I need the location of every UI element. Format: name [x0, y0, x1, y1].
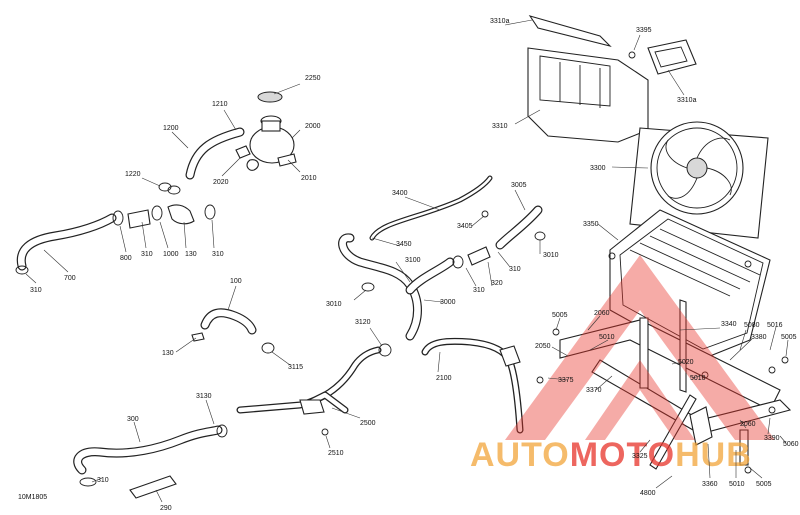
- watermark-text: AUTOMOTOHUB: [470, 436, 752, 474]
- part-label: 3005: [511, 182, 527, 189]
- center-hose-group: [338, 175, 546, 341]
- part-label: 2000: [305, 123, 321, 130]
- part-label: 290: [160, 505, 172, 512]
- part-label: 3395: [636, 27, 652, 34]
- part-labels: 2250 1210 2000 1200 2020 2010 1220 700 3…: [30, 18, 799, 512]
- part-label: 310: [30, 287, 42, 294]
- part-label: 1200: [163, 125, 179, 132]
- part-label: 130: [162, 350, 174, 357]
- part-label: 310: [141, 251, 153, 258]
- part-label: 3310a: [677, 97, 697, 104]
- radiator-group: [608, 209, 771, 361]
- part-label: 700: [64, 275, 76, 282]
- part-label: 2060: [740, 421, 756, 428]
- part-label: 3100: [405, 257, 421, 264]
- part-label: 2060: [594, 310, 610, 317]
- part-label: 3370: [586, 387, 602, 394]
- part-label: 5010: [599, 334, 615, 341]
- part-label: 3450: [396, 241, 412, 248]
- part-label: 310: [473, 287, 485, 294]
- part-label: 2100: [436, 375, 452, 382]
- part-label: 320: [491, 280, 503, 287]
- part-label: 2050: [535, 343, 551, 350]
- part-label: 310: [97, 477, 109, 484]
- part-label: 2010: [301, 175, 317, 182]
- part-label: 3360: [702, 481, 718, 488]
- pipe-2100-group: [421, 337, 524, 434]
- part-label: 3405: [457, 223, 473, 230]
- part-label: 5060: [783, 441, 799, 448]
- part-label: 5016: [767, 322, 783, 329]
- watermark-moto: MOTO: [570, 436, 675, 474]
- part-label: 3010: [543, 252, 559, 259]
- part-label: 3390: [764, 435, 780, 442]
- watermark-hub: HUB: [675, 436, 752, 474]
- part-label: 5005: [756, 481, 772, 488]
- frame-bracket-group: [536, 299, 792, 474]
- coolant-reservoir-group: [158, 91, 297, 195]
- part-label: 1210: [212, 101, 228, 108]
- part-label: 3350: [583, 221, 599, 228]
- part-label: 5005: [781, 334, 797, 341]
- watermark-logo: [505, 255, 775, 440]
- part-label: 5010: [729, 481, 745, 488]
- part-label: 3340: [721, 321, 737, 328]
- part-label: 1220: [125, 171, 141, 178]
- left-hose-group: [15, 204, 216, 275]
- part-label: 3325: [632, 453, 648, 460]
- part-label: 3300: [590, 165, 606, 172]
- part-label: 100: [230, 278, 242, 285]
- part-label: 3375: [558, 377, 574, 384]
- part-label: 3000: [440, 299, 456, 306]
- watermark: AUTOMOTOHUB: [470, 255, 775, 474]
- part-label: 4800: [640, 490, 656, 497]
- watermark-auto: AUTO: [470, 436, 570, 474]
- part-label: 310: [509, 266, 521, 273]
- fan-group: [629, 121, 769, 239]
- part-label: 800: [120, 255, 132, 262]
- lower-pipe-group: [73, 343, 392, 499]
- diagram-code: 10M1805: [18, 494, 47, 501]
- part-label: 130: [185, 251, 197, 258]
- hose-100-group: [191, 308, 275, 354]
- part-label: 310: [212, 251, 224, 258]
- part-label: 3380: [751, 334, 767, 341]
- leader-lines: [25, 19, 789, 503]
- part-label: 3115: [288, 364, 303, 371]
- part-label: 3310a: [490, 18, 510, 25]
- part-label: 3400: [392, 190, 408, 197]
- part-label: 3130: [196, 393, 212, 400]
- part-label: 3310: [492, 123, 508, 130]
- part-label: 5080: [744, 322, 760, 329]
- part-label: 5020: [678, 359, 694, 366]
- part-label: 3010: [326, 301, 342, 308]
- part-label: 2020: [213, 179, 229, 186]
- part-label: 300: [127, 416, 139, 423]
- part-label: 5005: [552, 312, 568, 319]
- part-label: 1000: [163, 251, 179, 258]
- radiator-housing-group: [527, 15, 697, 143]
- part-label: 5010: [690, 375, 706, 382]
- part-label: 3120: [355, 319, 371, 326]
- part-label: 2250: [305, 75, 321, 82]
- part-label: 2510: [328, 450, 344, 457]
- part-label: 2500: [360, 420, 376, 427]
